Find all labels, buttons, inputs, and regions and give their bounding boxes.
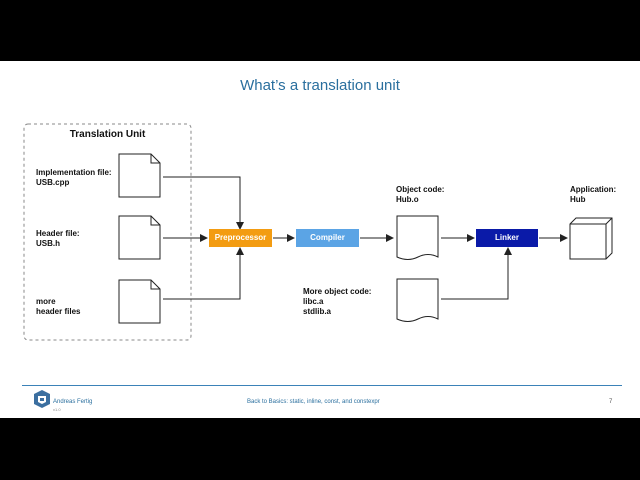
more-object-code-label: More object code: libc.a stdlib.a	[303, 287, 372, 316]
input-label-header: Header file: USB.h	[36, 229, 80, 248]
application-icon	[569, 217, 613, 260]
footer-author: Andreas Fertig	[53, 399, 93, 405]
edge-more-object-to-linker	[441, 247, 512, 300]
more-object-code-icon	[396, 278, 439, 322]
object-code-label: Object code: Hub.o	[396, 185, 445, 204]
footer-logo-canvas	[34, 390, 50, 408]
file-icon-implementation	[118, 153, 161, 198]
footer-talk-title: Back to Basics: static, inline, const, a…	[247, 399, 380, 405]
file-icon-header	[118, 215, 161, 260]
slide-title: What’s a translation unit	[240, 77, 400, 94]
object-code-icon	[396, 215, 439, 260]
application-label: Application: Hub	[570, 185, 617, 204]
edge-impl-to-preprocessor	[163, 176, 244, 230]
compiler-node: Compiler	[296, 229, 359, 247]
diagram-canvas	[23, 123, 613, 341]
linker-node: Linker	[476, 229, 538, 247]
footer-divider	[22, 385, 622, 386]
footer-sub: v1.0	[53, 407, 61, 412]
file-icon-more-headers	[118, 279, 161, 324]
slide: What’s a translation unit	[0, 61, 640, 418]
footer-page-number: 7	[609, 399, 613, 405]
input-label-more: more header files	[36, 297, 81, 316]
input-label-implementation: Implementation file: USB.cpp	[36, 168, 112, 187]
logo-icon	[34, 390, 50, 408]
translation-unit-title: Translation Unit	[69, 129, 146, 140]
translation-unit-group	[23, 123, 192, 341]
edge-more-to-preprocessor	[163, 247, 244, 300]
preprocessor-node: Preprocessor	[209, 229, 272, 247]
